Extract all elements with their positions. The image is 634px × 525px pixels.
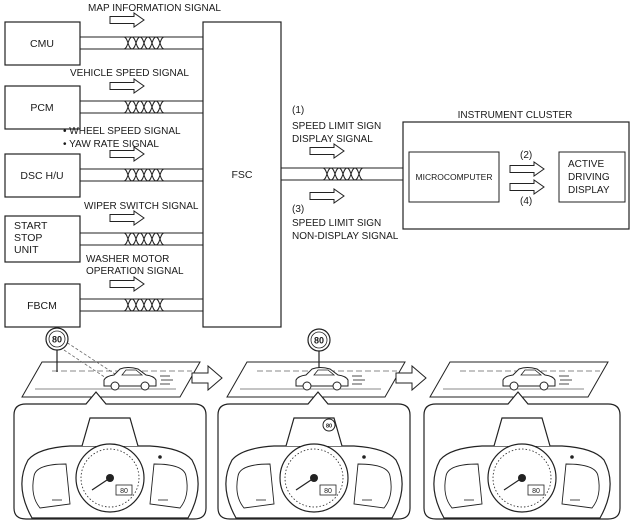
instrument-cluster-block: INSTRUMENT CLUSTER MICROCOMPUTER ACTIVE …	[402, 110, 630, 230]
svg-text:STOP: STOP	[14, 232, 42, 244]
wire-fbcm: WASHER MOTOR OPERATION SIGNAL	[80, 254, 203, 312]
wheel-speed-signal-label: • WHEEL SPEED SIGNAL	[63, 126, 181, 137]
speed-limit-sign-1: 80	[45, 327, 69, 351]
cluster-readout-3: 80	[532, 488, 540, 495]
signal-1-number: (1)	[292, 105, 304, 116]
pcm-block: PCM	[4, 85, 81, 130]
scene-2-road	[226, 350, 406, 398]
washer-motor-signal-label-2: OPERATION SIGNAL	[86, 266, 184, 277]
wiper-switch-signal-label: WIPER SWITCH SIGNAL	[84, 201, 199, 212]
svg-text:80: 80	[52, 335, 62, 345]
microcomputer-label: MICROCOMPUTER	[416, 172, 493, 182]
cluster-panel-3: 80	[423, 391, 621, 520]
fsc-block: FSC	[202, 21, 282, 328]
svg-text:START: START	[14, 220, 48, 232]
wire-fsc-cluster: (1) SPEED LIMIT SIGN DISPLAY SIGNAL (3) …	[281, 105, 403, 242]
display-signal-label-2: DISPLAY SIGNAL	[292, 134, 373, 145]
wire-cmu: MAP INFORMATION SIGNAL	[80, 3, 221, 50]
svg-text:DRIVING: DRIVING	[568, 172, 610, 183]
yaw-rate-signal-label: • YAW RATE SIGNAL	[63, 139, 159, 150]
speed-limit-sign-2: 80	[307, 328, 331, 352]
svg-text:FBCM: FBCM	[27, 300, 57, 312]
instrument-cluster-title: INSTRUMENT CLUSTER	[458, 110, 573, 121]
fbcm-block: FBCM	[4, 283, 81, 328]
scene-1-road	[21, 339, 201, 398]
washer-motor-signal-label: WASHER MOTOR	[86, 254, 169, 265]
cmu-block: CMU	[4, 21, 81, 66]
cluster-readout-1: 80	[120, 488, 128, 495]
svg-text:FSC: FSC	[232, 169, 253, 181]
map-information-signal-label: MAP INFORMATION SIGNAL	[88, 3, 221, 14]
signal-2-number: (2)	[520, 150, 532, 161]
vehicle-speed-signal-label: VEHICLE SPEED SIGNAL	[70, 68, 189, 79]
transition-arrow-1	[191, 364, 223, 392]
non-display-signal-label: SPEED LIMIT SIGN	[292, 218, 381, 229]
wire-start-stop: WIPER SWITCH SIGNAL	[80, 201, 203, 246]
svg-text:DISPLAY: DISPLAY	[568, 185, 610, 196]
svg-text:DSC H/U: DSC H/U	[20, 170, 63, 182]
dsc-hu-block: DSC H/U	[4, 153, 81, 198]
wire-dsc: • WHEEL SPEED SIGNAL • YAW RATE SIGNAL	[63, 126, 203, 182]
display-signal-label: SPEED LIMIT SIGN	[292, 121, 381, 132]
svg-text:PCM: PCM	[30, 102, 53, 114]
svg-text:80: 80	[314, 336, 324, 346]
scene-3-road	[429, 361, 609, 398]
non-display-signal-label-2: NON-DISPLAY SIGNAL	[292, 231, 399, 242]
transition-arrow-2	[395, 364, 427, 392]
start-stop-unit-block: START STOP UNIT	[4, 215, 81, 263]
signal-3-number: (3)	[292, 204, 304, 215]
svg-text:CMU: CMU	[30, 38, 54, 50]
cluster-readout-2: 80	[324, 488, 332, 495]
active-driving-display-label: ACTIVE	[568, 159, 604, 170]
cluster-panel-2: 80 80	[217, 391, 411, 520]
ads-speed-sign-icon: 80	[326, 424, 332, 430]
wire-pcm: VEHICLE SPEED SIGNAL	[70, 68, 203, 114]
svg-text:UNIT: UNIT	[14, 244, 39, 256]
cluster-panel-1: 80	[13, 391, 207, 520]
signal-4-number: (4)	[520, 196, 532, 207]
